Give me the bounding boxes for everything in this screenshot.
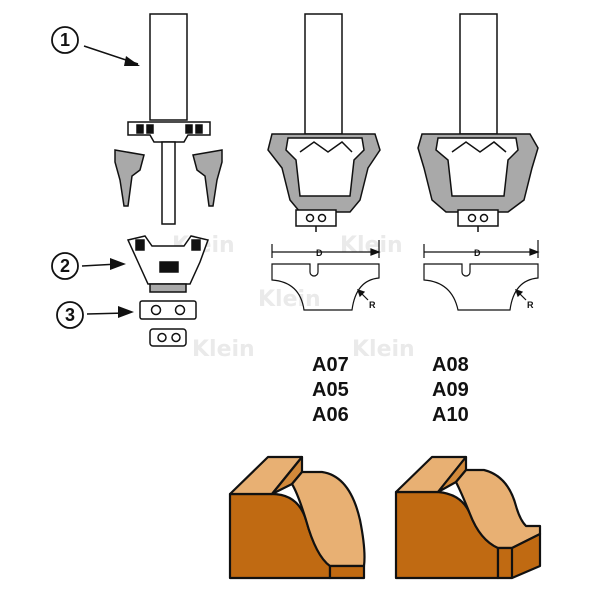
wood-block-left (228, 455, 366, 580)
bearing-hole (305, 213, 315, 223)
wood-block-right (394, 455, 542, 580)
bearing-slot (135, 239, 145, 251)
code-left-3: A06 (312, 404, 349, 426)
exploded-bit-assembly (114, 13, 223, 347)
spacer (139, 300, 197, 320)
spacer-hole (174, 304, 186, 316)
callout-1: 1 (51, 26, 140, 66)
codes-left: A07 A05 A06 (312, 354, 349, 426)
bearing-hole (467, 213, 477, 223)
callout-2: 2 (51, 252, 126, 280)
profile-shape (423, 263, 539, 311)
bearing-base (149, 283, 187, 293)
watermark-logo: Klein (352, 337, 415, 362)
diameter-label-left: D (316, 248, 323, 258)
codes-right: A08 A09 A10 (432, 354, 469, 426)
shank (149, 13, 188, 121)
code-right-1: A08 (432, 354, 469, 376)
code-left-1: A07 (312, 354, 349, 376)
radius-label-right: R (527, 300, 534, 310)
left-cutter (114, 149, 145, 207)
rounded-molding (454, 468, 542, 550)
profile-shape (271, 263, 380, 311)
diameter-label-right: D (474, 248, 481, 258)
callout-number-1: 1 (60, 30, 70, 50)
bearing-slot (159, 261, 179, 273)
right-cutter (192, 149, 223, 207)
bit-body (285, 137, 365, 197)
arrowhead (529, 248, 540, 256)
bearing (457, 209, 499, 227)
code-right-2: A09 (432, 379, 469, 401)
arrowhead (515, 289, 524, 298)
body-slot (146, 124, 154, 134)
nut-hole (157, 332, 167, 343)
body-slot (195, 124, 203, 134)
callout-number-3: 3 (65, 305, 75, 325)
bearing-hole (479, 213, 489, 223)
callout-circle (56, 301, 84, 329)
callout-circle (51, 252, 79, 280)
arrowhead (110, 258, 126, 270)
callout-number-2: 2 (60, 256, 70, 276)
shank (459, 13, 498, 135)
bearing-slot (191, 239, 201, 251)
radius-label-left: R (369, 300, 376, 310)
callout-circle (51, 26, 79, 54)
bearing-assembly (126, 235, 209, 285)
side-face (328, 564, 366, 580)
watermark-logo: Klein (258, 287, 321, 312)
watermark-logo: Klein (192, 337, 255, 362)
arrowhead (370, 248, 381, 256)
callout-3: 3 (56, 301, 134, 329)
arrowhead (124, 56, 140, 66)
bearing-hole (317, 213, 327, 223)
dimension-profile-left (271, 240, 381, 311)
body-notches (451, 141, 507, 153)
arrowhead (357, 289, 366, 298)
watermarks: Klein Klein Klein Klein Klein (172, 233, 415, 362)
code-left-2: A05 (312, 379, 349, 401)
shank (304, 13, 343, 135)
nut-hole (171, 332, 181, 343)
body-slot (136, 124, 144, 134)
bit-body (435, 137, 519, 197)
dimension-profile-right (423, 240, 540, 311)
bearing (295, 209, 337, 227)
code-right-3: A10 (432, 404, 469, 426)
spacer-hole (150, 304, 162, 316)
body-notches (299, 141, 353, 153)
assembled-bit-right (417, 13, 539, 232)
arrowhead (118, 306, 134, 318)
body-slot (185, 124, 193, 134)
arbor (161, 141, 176, 225)
assembled-bit-left (267, 13, 381, 232)
